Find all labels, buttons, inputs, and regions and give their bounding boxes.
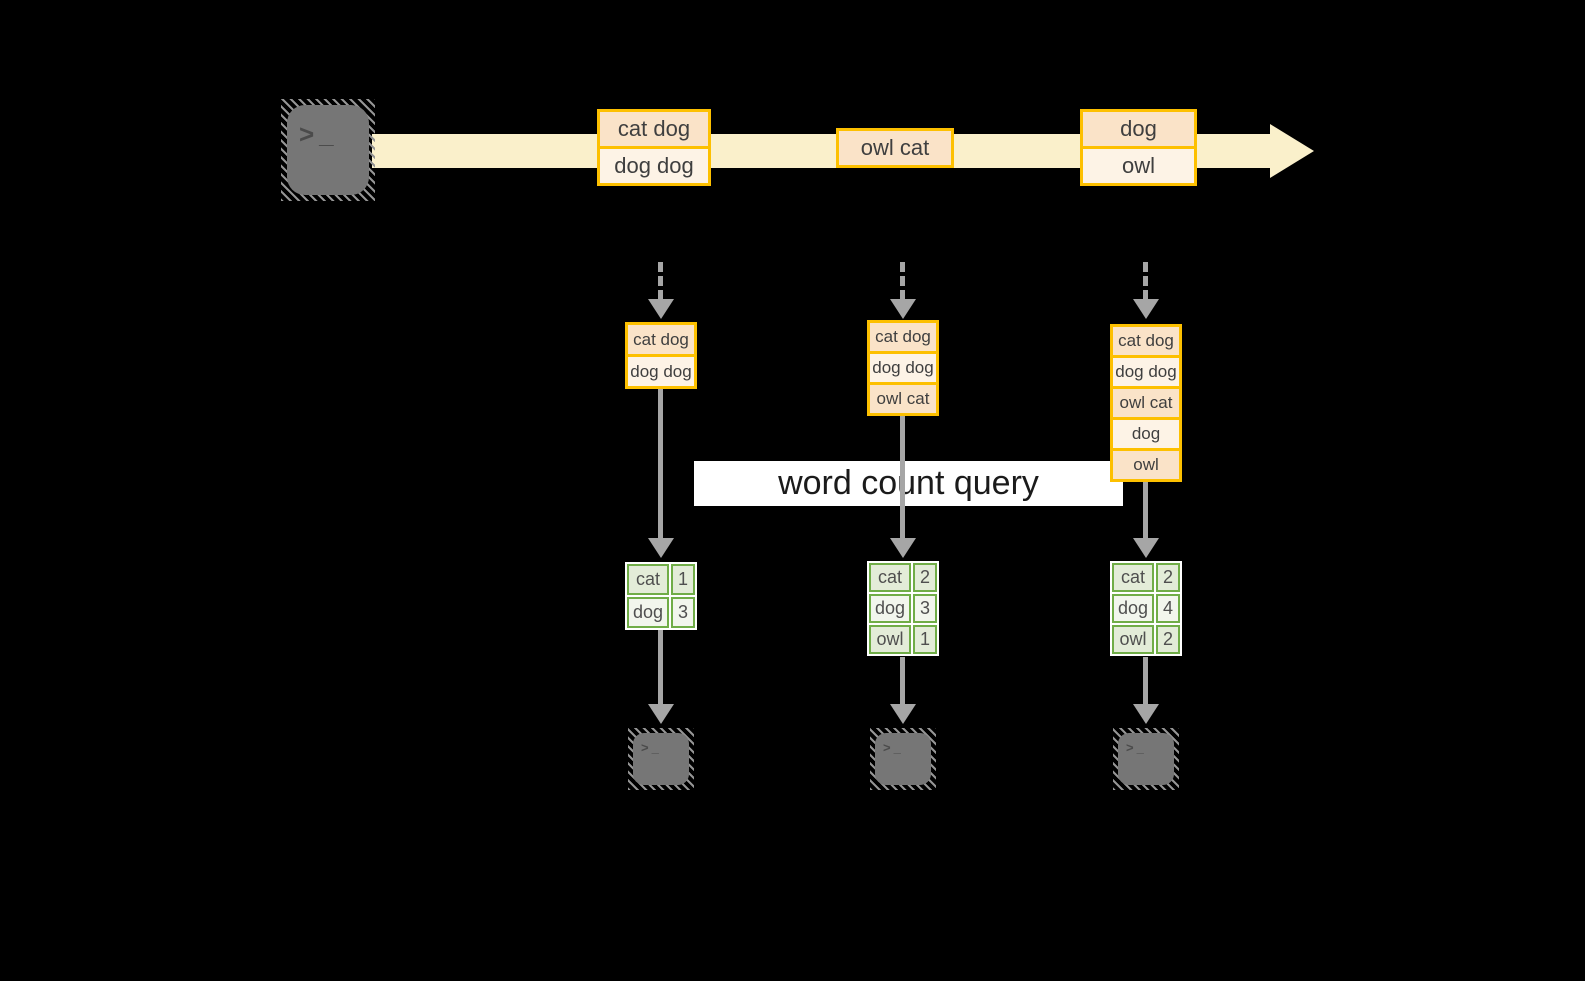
count-cell: 1 bbox=[913, 625, 937, 654]
query-banner: word count query bbox=[694, 461, 1123, 506]
count-table-3: cat 2 dog 4 owl 2 bbox=[1110, 561, 1182, 656]
buffer-record: dog dog bbox=[1113, 355, 1179, 386]
count-cell: 1 bbox=[671, 564, 695, 595]
arrow-line bbox=[900, 416, 905, 539]
word-cell: owl bbox=[1112, 625, 1154, 654]
buffer-box-1: cat dog dog dog bbox=[625, 322, 697, 389]
count-table-1: cat 1 dog 3 bbox=[625, 562, 697, 630]
buffer-box-2: cat dog dog dog owl cat bbox=[867, 320, 939, 416]
stream-record: cat dog bbox=[600, 112, 708, 146]
sink-terminal-icon: >_ bbox=[1113, 728, 1179, 790]
word-cell: owl bbox=[869, 625, 911, 654]
stream-arrowhead-icon bbox=[1270, 124, 1314, 178]
stream-batch-3: dog owl bbox=[1080, 109, 1197, 186]
buffer-record: dog bbox=[1113, 417, 1179, 448]
count-cell: 3 bbox=[671, 597, 695, 628]
stream-batch-2: owl cat bbox=[836, 128, 954, 168]
buffer-record: dog dog bbox=[628, 354, 694, 386]
dashed-arrowhead-icon bbox=[648, 299, 674, 319]
count-table-2: cat 2 dog 3 owl 1 bbox=[867, 561, 939, 656]
dashed-arrowhead-icon bbox=[890, 299, 916, 319]
terminal-screen: >_ bbox=[633, 733, 689, 785]
buffer-record: owl cat bbox=[1113, 386, 1179, 417]
buffer-record: cat dog bbox=[1113, 327, 1179, 355]
buffer-record: owl cat bbox=[870, 382, 936, 413]
count-cell: 4 bbox=[1156, 594, 1180, 623]
terminal-prompt-icon: >_ bbox=[883, 740, 904, 755]
word-cell: cat bbox=[627, 564, 669, 595]
word-cell: cat bbox=[1112, 563, 1154, 592]
arrow-line bbox=[1143, 482, 1148, 539]
buffer-record: dog dog bbox=[870, 351, 936, 382]
buffer-record: cat dog bbox=[628, 325, 694, 354]
sink-terminal-icon: >_ bbox=[628, 728, 694, 790]
buffer-record: owl bbox=[1113, 448, 1179, 479]
terminal-prompt-icon: >_ bbox=[299, 119, 339, 149]
arrowhead-icon bbox=[1133, 538, 1159, 558]
arrowhead-icon bbox=[648, 538, 674, 558]
arrowhead-icon bbox=[890, 704, 916, 724]
arrowhead-icon bbox=[890, 538, 916, 558]
word-cell: dog bbox=[1112, 594, 1154, 623]
arrow-line bbox=[658, 389, 663, 539]
word-cell: dog bbox=[627, 597, 669, 628]
dashed-arrow-line bbox=[900, 262, 905, 300]
buffer-record: cat dog bbox=[870, 323, 936, 351]
stream-record: dog bbox=[1083, 112, 1194, 146]
arrowhead-icon bbox=[648, 704, 674, 724]
terminal-screen: >_ bbox=[287, 105, 369, 195]
source-terminal-icon: >_ bbox=[281, 99, 375, 201]
stream-record: owl cat bbox=[839, 131, 951, 165]
arrow-line bbox=[658, 630, 663, 705]
word-cell: dog bbox=[869, 594, 911, 623]
arrowhead-icon bbox=[1133, 704, 1159, 724]
stream-batch-1: cat dog dog dog bbox=[597, 109, 711, 186]
terminal-screen: >_ bbox=[1118, 733, 1174, 785]
dashed-arrow-line bbox=[658, 262, 663, 300]
terminal-prompt-icon: >_ bbox=[1126, 740, 1147, 755]
dashed-arrow-line bbox=[1143, 262, 1148, 300]
stream-record: owl bbox=[1083, 146, 1194, 183]
dashed-arrowhead-icon bbox=[1133, 299, 1159, 319]
count-cell: 2 bbox=[913, 563, 937, 592]
count-cell: 2 bbox=[1156, 625, 1180, 654]
arrow-line bbox=[900, 657, 905, 705]
terminal-prompt-icon: >_ bbox=[641, 740, 662, 755]
arrow-line bbox=[1143, 657, 1148, 705]
word-cell: cat bbox=[869, 563, 911, 592]
buffer-box-3: cat dog dog dog owl cat dog owl bbox=[1110, 324, 1182, 482]
stream-record: dog dog bbox=[600, 146, 708, 183]
sink-terminal-icon: >_ bbox=[870, 728, 936, 790]
count-cell: 2 bbox=[1156, 563, 1180, 592]
terminal-screen: >_ bbox=[875, 733, 931, 785]
count-cell: 3 bbox=[913, 594, 937, 623]
